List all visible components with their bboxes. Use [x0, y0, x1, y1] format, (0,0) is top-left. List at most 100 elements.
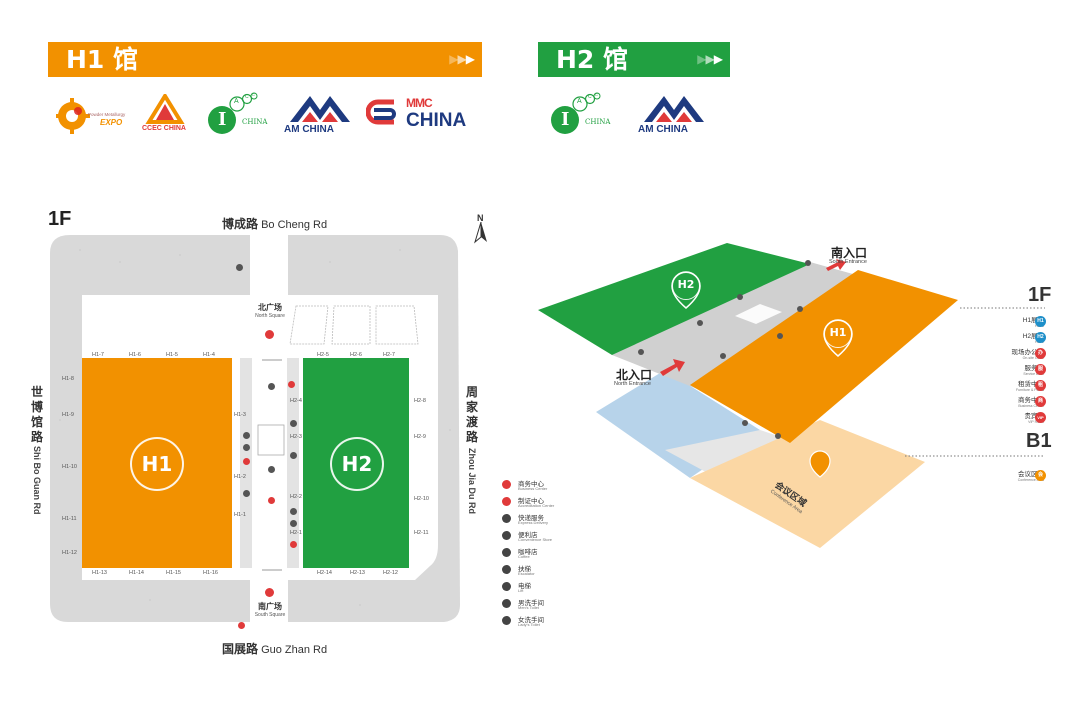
door-label: H2-5: [317, 352, 329, 358]
iacc-circles-icon: [551, 92, 601, 134]
store-icon: [502, 531, 511, 540]
ccec-china-logo: CCEC CHINA: [138, 92, 192, 136]
hall-h1-banner: H1 馆 ▶▶▶: [48, 42, 482, 77]
door-label: H1-3: [234, 412, 246, 418]
door-label: H2-2: [290, 494, 302, 500]
floor-label: 1F: [48, 208, 72, 230]
south-entrance-label-en: South Entrance: [829, 259, 867, 265]
mountain-logo-icon: [290, 96, 350, 122]
business-center-icon: 商: [1035, 396, 1046, 407]
am-china-logo-h2: AM CHINA: [638, 94, 710, 136]
door-label: H2-9: [414, 434, 426, 440]
door-label: H2-10: [414, 496, 429, 502]
hall-h1-marker[interactable]: H1: [130, 437, 184, 491]
conference-area-block: [690, 420, 925, 548]
door-label: H1-1: [234, 512, 246, 518]
hall-h2-banner: H2 馆 ▶▶▶: [538, 42, 730, 77]
north-square-label-en: North Square: [255, 313, 285, 319]
toilet-icon: [243, 490, 250, 497]
office-icon: 办: [1035, 348, 1046, 359]
door-label: H1-10: [62, 464, 77, 470]
door-label: H1-2: [234, 474, 246, 480]
lady-toilet-icon: [502, 616, 511, 625]
truck-icon: [502, 514, 511, 523]
north-entrance-label-en: North Entrance: [614, 381, 651, 387]
south-entrance-label: 南入口: [831, 246, 868, 260]
iacc-china-logo: I A C C CHINA: [206, 92, 276, 138]
iacc-circles-icon: [208, 92, 258, 134]
service-point-icon: [265, 330, 274, 339]
south-gap: [250, 578, 288, 622]
door-label: H2-8: [414, 398, 426, 404]
toilet-icon: [290, 508, 297, 515]
door-label: H1-7: [92, 352, 104, 358]
escalator-icon: [268, 383, 275, 390]
hall-h2-marker[interactable]: H2: [330, 437, 384, 491]
north-square-boxes: [289, 305, 419, 345]
escalator-icon: [502, 565, 511, 574]
mountain-logo-icon: [644, 96, 704, 122]
iacc-china-logo-h2: I A C C CHINA: [549, 92, 619, 138]
gear-icon: [56, 98, 90, 134]
hall-h2-iso-label[interactable]: H2: [672, 272, 700, 300]
north-entrance-label: 北入口: [616, 368, 653, 382]
door-label: H2-3: [290, 434, 302, 440]
door-label: H2-1: [290, 530, 302, 536]
east-road-label-cn: 周家渡路: [465, 385, 478, 444]
service-desk-icon: [243, 458, 250, 465]
vip-icon: VIP: [1035, 412, 1046, 423]
door-label: H1-9: [62, 412, 74, 418]
door-label: H2-13: [350, 570, 365, 576]
door-label: H1-14: [129, 570, 144, 576]
north-square-label: 北广场: [258, 303, 282, 312]
door-label: H1-6: [129, 352, 141, 358]
hall-h1-iso-label[interactable]: H1: [824, 320, 852, 348]
hall-h2-iso-block: [538, 243, 810, 355]
hall-h1-banner-title: H1 馆: [66, 45, 139, 74]
north-gap: [250, 235, 288, 297]
briefcase-icon: [502, 480, 511, 489]
hall2-icon: H2: [1035, 332, 1046, 343]
mmc-china-logo: MMC CHINA: [365, 96, 476, 136]
west-road-label-cn: 世博馆路: [30, 385, 43, 444]
hall1-icon: H1: [1035, 316, 1046, 327]
south-road-label: 国展路 Guo Zhan Rd: [222, 642, 328, 656]
door-label: H2-12: [383, 570, 398, 576]
door-label: H1-12: [62, 550, 77, 556]
powder-metallurgy-expo-logo: Powder Metallurgy EXPO: [56, 96, 128, 136]
office-icon: [288, 381, 295, 388]
conference-icon: 会: [1035, 470, 1046, 481]
toilet-icon: [290, 520, 297, 527]
lift-icon: [502, 582, 511, 591]
door-label: H1-4: [203, 352, 215, 358]
rental-icon: 租: [1035, 380, 1046, 391]
map-pin-icon: [809, 450, 831, 478]
door-label: H1-11: [62, 516, 77, 522]
toilet-icon: [243, 432, 250, 439]
facility-icon: [236, 264, 243, 271]
lift-icon: [290, 452, 297, 459]
north-entrance-arrow-icon: [660, 359, 685, 376]
business-center-icon: [290, 541, 297, 548]
door-label: H1-5: [166, 352, 178, 358]
mmc-emblem-icon: [365, 99, 396, 125]
toilet-icon: [290, 420, 297, 427]
door-label: H2-4: [290, 398, 302, 404]
legend-vip-room: 贵宾室VIP Room: [1025, 413, 1045, 424]
door-label: H2-14: [317, 570, 332, 576]
coffee-icon: [268, 466, 275, 473]
south-square-label: 南广场: [258, 602, 282, 611]
h2-service-corridor: [287, 358, 299, 568]
floor-1f-label: 1F: [1028, 284, 1052, 306]
arrows-icon: ▶▶▶: [697, 52, 723, 66]
north-compass-icon: N: [474, 213, 488, 244]
door-label: H2-11: [414, 530, 429, 536]
door-label: H1-8: [62, 376, 74, 382]
door-label: H1-13: [92, 570, 107, 576]
